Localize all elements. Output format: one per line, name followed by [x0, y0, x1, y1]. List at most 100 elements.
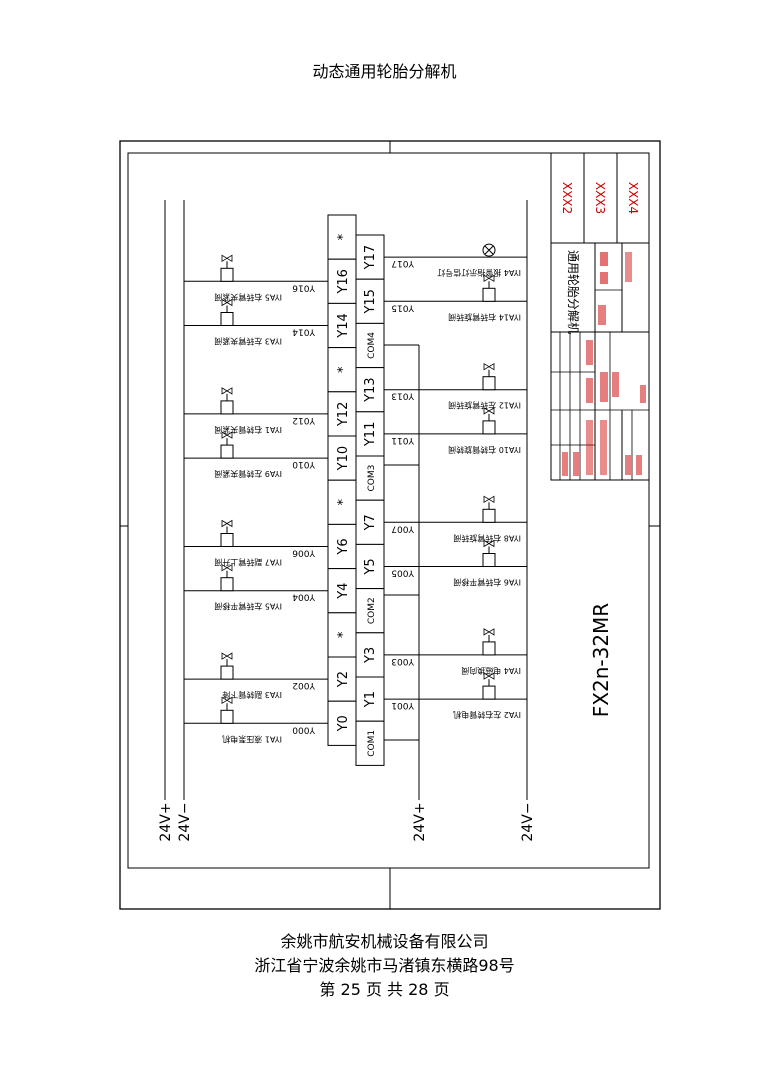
page-title: 动态通用轮胎分解机 [312, 62, 457, 81]
rail-left-plus-label: 24V+ [158, 802, 174, 841]
valve-icon [221, 387, 233, 395]
plc-cell-right [355, 720, 385, 766]
solenoid-coil-icon [220, 312, 234, 326]
plc-terminal-left: Y0 [336, 715, 351, 732]
plc-terminal-right: COM4 [367, 332, 377, 359]
output-label: IYA6 右转臂平移阀 [453, 578, 521, 588]
plc-model-label: FX2n-32MR [589, 603, 613, 718]
plc-terminal-left: Y4 [336, 583, 351, 600]
output-address: Y000 [292, 724, 316, 734]
solenoid-coil-icon [482, 553, 496, 567]
solenoid-coil-icon [482, 287, 496, 302]
plc-terminal-block: *Y16Y14*Y12Y10*Y6Y4*Y2Y0Y17Y15COM4Y13Y11… [327, 214, 385, 766]
plc-terminal-right: Y5 [363, 558, 378, 575]
output-address: Y003 [391, 656, 415, 666]
plc-terminal-right: Y3 [363, 647, 378, 664]
plc-terminal-left: * [336, 499, 351, 506]
page-number: 第 25 页 共 28 页 [319, 980, 450, 999]
rail-mid-plus-label: 24V+ [412, 802, 428, 841]
plc-terminal-right: COM2 [367, 597, 377, 624]
output-label: IYA7 副转臂上升阀 [214, 558, 282, 568]
output-label: IYA10 右转臂旋转阀 [448, 445, 521, 455]
output-address: Y006 [292, 548, 316, 558]
output-label: IYA5 左转臂平移阀 [214, 602, 282, 612]
title-drawing-name: 通用轮胎分解机 [566, 250, 580, 334]
solenoid-coil-icon [482, 508, 496, 523]
plc-cell-right [355, 411, 385, 457]
output-address: Y004 [292, 592, 316, 602]
valve-icon [483, 407, 495, 415]
plc-terminal-right: Y17 [363, 245, 378, 270]
plc-terminal-right: Y7 [363, 514, 378, 531]
plc-terminal-right: Y13 [363, 377, 378, 402]
plc-terminal-right: Y15 [363, 289, 378, 314]
output-label: IYA3 左转臂夹紧阀 [214, 337, 282, 347]
valve-icon [221, 652, 233, 660]
plc-terminal-left: * [336, 233, 351, 240]
output-address: Y013 [391, 391, 415, 401]
plc-cell-right [355, 322, 385, 369]
solenoid-coil-icon [220, 665, 234, 680]
plc-terminal-left: Y6 [336, 538, 351, 555]
output-address: Y007 [391, 523, 415, 533]
solenoid-coil-icon [482, 376, 496, 391]
valve-icon [483, 495, 495, 504]
plc-terminal-left: * [336, 631, 351, 638]
output-label: IYA12 左转臂旋转阀 [448, 401, 521, 411]
plc-cell-left [327, 656, 357, 702]
output-label: IYA4 电磁换向阀 [461, 666, 521, 676]
output-address: Y005 [391, 568, 415, 578]
plc-cell-left [327, 391, 357, 437]
plc-terminal-left: Y16 [336, 269, 351, 294]
plc-terminal-right: COM1 [367, 730, 377, 757]
solenoid-coil-icon [220, 400, 234, 415]
plc-terminal-right: COM3 [367, 465, 377, 492]
output-label: IYA1 液压泵电机 [222, 734, 282, 744]
output-address: Y014 [292, 327, 316, 337]
plc-cell-right [355, 455, 385, 501]
output-label: IYA3 副转臂下降 [222, 690, 282, 700]
output-address: Y010 [292, 459, 316, 469]
title-col-3: XXX4 [626, 182, 640, 214]
valve-icon [483, 539, 495, 548]
valve-icon [221, 519, 233, 528]
rail-right-minus-label: 24V− [520, 802, 536, 841]
valve-icon [483, 672, 495, 680]
valve-icon [221, 696, 233, 705]
plc-cell-right [355, 588, 385, 634]
plc-terminal-left: Y2 [336, 671, 351, 688]
valve-icon [483, 628, 495, 636]
output-address: Y011 [391, 435, 415, 445]
rail-left-minus-label: 24V− [177, 802, 193, 841]
output-address: Y002 [292, 680, 316, 690]
output-label: IYA2 左右转臂电机 [453, 710, 521, 720]
solenoid-coil-icon [220, 577, 234, 592]
solenoid-coil-icon [220, 709, 234, 724]
plc-cell-right [355, 632, 385, 678]
output-address: Y016 [292, 282, 316, 292]
plc-terminal-right: Y11 [363, 422, 378, 447]
output-address: Y015 [391, 302, 415, 312]
solenoid-coil-icon [220, 533, 234, 547]
solenoid-coil-icon [220, 444, 234, 459]
plc-cell-right [355, 499, 385, 545]
valve-icon [221, 254, 233, 263]
inner-frame [127, 152, 650, 869]
